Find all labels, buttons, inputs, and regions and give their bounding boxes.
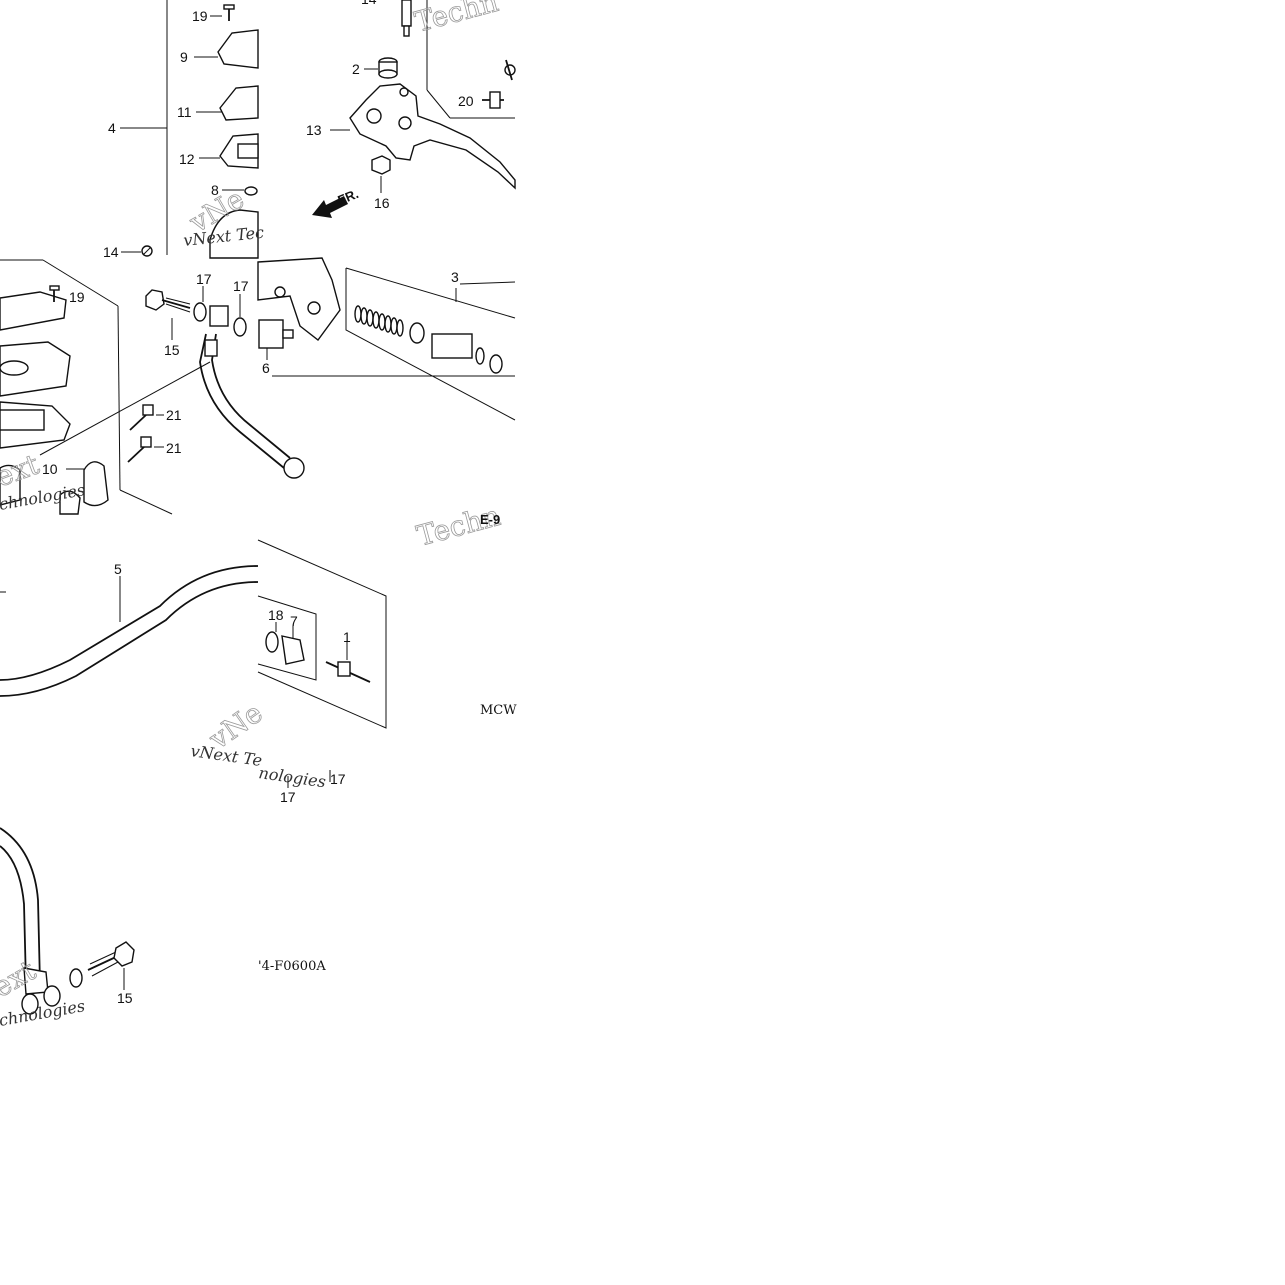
callout-11: 11 <box>177 104 192 120</box>
bleed-fitting-1 <box>325 661 371 683</box>
clutch-hose <box>211 333 291 459</box>
callout-2: 2 <box>352 61 360 77</box>
tile-clutch-lever: FR. Techn 14 2 20 13 16 <box>306 0 516 218</box>
callout-15b: 15 <box>117 990 133 1006</box>
pivot-collar-2 <box>378 57 398 79</box>
fitting-7 <box>281 635 305 665</box>
nut-16 <box>371 155 391 175</box>
callout-15a: 15 <box>164 342 180 358</box>
bolt-20-part <box>482 59 516 109</box>
callout-16: 16 <box>374 195 390 211</box>
cap-assembly-part <box>0 291 67 331</box>
cap-plate-11 <box>219 85 259 121</box>
piston-set-3 <box>272 267 516 421</box>
callout-21a: 21 <box>166 407 182 423</box>
section-ref: E-9 <box>480 512 500 527</box>
callout-4: 4 <box>108 120 116 136</box>
callout-7: 7 <box>290 613 298 629</box>
callout-13: 13 <box>306 122 322 138</box>
spring-part <box>354 305 404 337</box>
callout-21b: 21 <box>166 440 182 456</box>
watermark-chnologies-bottom: chnologies <box>0 996 86 1030</box>
callout-17a: 17 <box>196 271 212 287</box>
lever-13 <box>349 83 516 190</box>
watermark-techn-top: Techn <box>411 0 501 39</box>
tile-master-cylinder: ext chnologies 19 21 21 10 <box>0 259 211 515</box>
screw-19b-part <box>49 285 60 302</box>
callout-20: 20 <box>458 93 474 109</box>
figure-code: '4-F0600A <box>258 959 326 974</box>
banjo-bolt-15b <box>87 941 135 977</box>
callout-3: 3 <box>451 269 459 285</box>
callout-19: 19 <box>192 8 208 24</box>
screw-19-part <box>223 4 235 21</box>
callout-17d: 17 <box>330 771 346 787</box>
clamp-10 <box>83 461 109 507</box>
float-8 <box>244 186 258 196</box>
tile-reservoir-cap: vNe vNext Tec 19 9 4 11 12 8 14 <box>103 0 265 260</box>
callout-5: 5 <box>114 561 122 577</box>
callout-6: 6 <box>262 360 270 376</box>
callout-18: 18 <box>268 607 284 623</box>
hose-5 <box>0 565 259 681</box>
callout-12: 12 <box>179 151 195 167</box>
reservoir-cap-9 <box>217 29 259 69</box>
washer-17a <box>193 302 207 322</box>
watermark-ext: ext <box>0 447 44 493</box>
bolt-21a-part <box>129 404 154 431</box>
washer-lower <box>69 968 83 988</box>
fr-label: FR. <box>336 186 361 208</box>
bolt-21b-part <box>127 436 152 463</box>
callout-17b: 17 <box>233 278 249 294</box>
front-direction-arrow: FR. <box>312 186 361 218</box>
callout-17c: 17 <box>280 789 296 805</box>
lower-hose <box>0 827 41 985</box>
tile-lower-hose: 17 17 15 '4-F0600A ext chnologies <box>0 770 346 1030</box>
callout-8: 8 <box>211 182 219 198</box>
banjo-bolt-15 <box>145 289 191 313</box>
clutch-switch-6 <box>258 319 294 349</box>
tile-hose-5: 5 18 7 1 MCW vNe vNext Te nologies <box>0 539 517 791</box>
callout-19b: 19 <box>69 289 85 305</box>
watermark-nologies: nologies <box>257 763 327 791</box>
figure-code-partial: MCW <box>480 703 517 718</box>
callout-14: 14 <box>103 244 119 260</box>
callout-1: 1 <box>343 629 351 645</box>
washer-18 <box>265 631 279 653</box>
callout-9: 9 <box>180 49 188 65</box>
washer-17b <box>233 317 247 337</box>
tile-hose-piston: 17 17 15 6 3 Techn E-9 <box>145 257 516 553</box>
callout-10: 10 <box>42 461 58 477</box>
watermark-vnext-te: vNext Te <box>189 741 263 770</box>
callout-14-top: 14 <box>361 0 377 7</box>
